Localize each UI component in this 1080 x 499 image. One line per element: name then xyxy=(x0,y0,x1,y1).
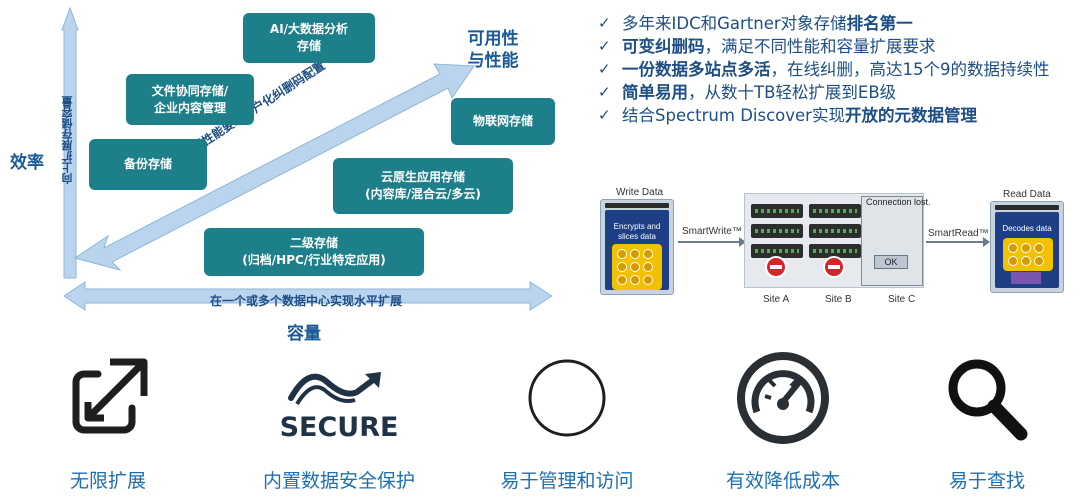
bullet-item: ✓ 多年来IDC和Gartner对象存储排名第一 xyxy=(598,14,913,33)
keypad-icon xyxy=(1003,238,1053,271)
vertical-axis-arrow xyxy=(61,6,79,279)
feature-label: 有效降低成本 xyxy=(725,470,840,492)
expand-arrows-icon xyxy=(18,352,198,444)
box-cloud-native: 云原生应用存储 (内容库/混合云/多云) xyxy=(333,158,513,214)
checkmark-icon: ✓ xyxy=(598,60,611,78)
feature-bullet-list: ✓ 多年来IDC和Gartner对象存储排名第一 ✓ 可变纠删码，满足不同性能和… xyxy=(598,12,1073,127)
checkmark-icon: ✓ xyxy=(598,83,611,101)
bullet-item: ✓ 简单易用，从数十TB轻松扩展到EB级 xyxy=(598,83,897,102)
feature-label: 易于管理和访问 xyxy=(500,470,634,492)
dispersal-flow-illustration: Write Data Encrypts and slices data Smar… xyxy=(598,183,1078,313)
smartwrite-label: SmartWrite™ xyxy=(682,226,742,237)
axes-arrows xyxy=(61,6,553,311)
feature-easy-manage: 易于管理和访问 xyxy=(477,352,657,493)
site-a-label: Site A xyxy=(763,294,790,305)
write-arrow xyxy=(678,237,746,247)
circle-icon xyxy=(477,352,657,444)
connection-lost-dialog: Connection lost. OK xyxy=(861,196,931,286)
feature-built-in-security: SECURE 内置数据安全保护 xyxy=(249,352,429,493)
availability-axis-label: 可用性 与性能 xyxy=(467,29,519,71)
box-ai-bigdata: AI/大数据分析 存储 xyxy=(243,13,375,63)
site-b-label: Site B xyxy=(825,294,852,305)
write-data-title: Write Data xyxy=(616,187,664,198)
bullet-item: ✓ 可变纠删码，满足不同性能和容量扩展要求 xyxy=(598,37,936,56)
box-file-collab: 文件协同存储/ 企业内容管理 xyxy=(126,74,254,125)
ok-button[interactable]: OK xyxy=(874,255,908,269)
read-device: Decodes data xyxy=(990,201,1064,293)
magnifier-icon xyxy=(897,352,1077,444)
feature-label: 易于查找 xyxy=(948,470,1025,492)
box-backup: 备份存储 xyxy=(89,139,207,190)
checkmark-icon: ✓ xyxy=(598,106,611,124)
write-device: Encrypts and slices data xyxy=(600,199,674,295)
site-c-label: Site C xyxy=(888,294,916,305)
feature-unlimited-scale: 无限扩展 xyxy=(18,352,198,493)
keypad-icon xyxy=(612,244,662,290)
site-a-offline-icon xyxy=(765,256,787,278)
smartread-label: SmartRead™ xyxy=(928,228,989,239)
gauge-icon xyxy=(693,352,873,444)
bullet-item: ✓ 结合Spectrum Discover实现开放的元数据管理 xyxy=(598,106,977,125)
feature-lower-cost: 有效降低成本 xyxy=(693,352,873,493)
checkmark-icon: ✓ xyxy=(598,37,611,55)
read-arrow xyxy=(926,237,990,247)
capacity-axis-label: 容量 xyxy=(287,324,321,344)
storage-use-case-diagram: 效率 容量 可用性 与性能 在一个或多个数据中心实现水平扩展 向上扩展存储容量 … xyxy=(0,0,580,345)
site-b-offline-icon xyxy=(823,256,845,278)
feature-easy-search: 易于查找 xyxy=(897,352,1077,493)
box-tier2: 二级存储 (归档/HPC/行业特定应用) xyxy=(204,228,424,276)
svg-text:SECURE: SECURE xyxy=(280,412,399,443)
read-data-title: Read Data xyxy=(1003,189,1051,200)
checkmark-icon: ✓ xyxy=(598,14,611,32)
bullet-item: ✓ 一份数据多站点多活，在线纠删，高达15个9的数据持续性 xyxy=(598,60,1050,79)
efficiency-axis-label: 效率 xyxy=(10,153,44,173)
vertical-scale-note: 向上扩展存储容量 xyxy=(61,96,74,184)
horizontal-axis-arrow xyxy=(63,281,553,311)
decoded-block-icon xyxy=(1011,272,1041,284)
diagonal-arrow xyxy=(73,63,475,271)
feature-label: 无限扩展 xyxy=(69,470,146,492)
box-iot: 物联网存储 xyxy=(451,98,555,145)
feature-label: 内置数据安全保护 xyxy=(262,470,415,492)
storage-sites-panel: Connection lost. OK xyxy=(744,193,931,288)
secure-logo-icon: SECURE xyxy=(249,352,429,444)
horizontal-scale-note: 在一个或多个数据中心实现水平扩展 xyxy=(210,294,403,308)
